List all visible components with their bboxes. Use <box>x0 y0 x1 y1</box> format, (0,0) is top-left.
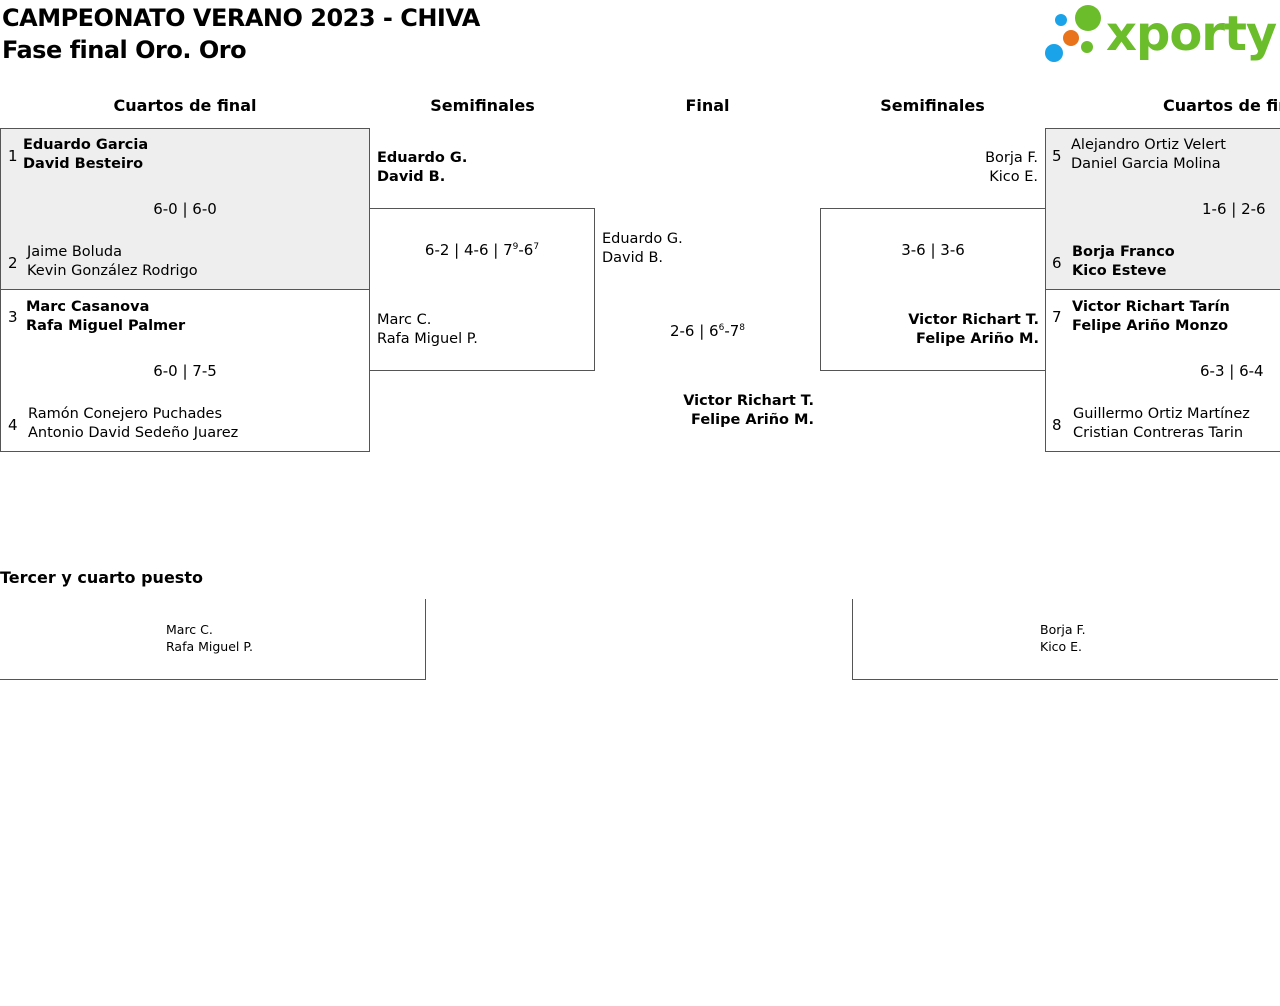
heading-qf-left: Cuartos de final <box>113 96 257 115</box>
player-name: Marc C. <box>377 312 432 328</box>
match-score: 6-0 | 6-0 <box>153 200 217 218</box>
xporty-logo-dots-icon <box>1045 5 1101 62</box>
player-name: Cristian Contreras Tarin <box>1073 425 1244 441</box>
player-name: Eduardo Garcia <box>23 137 149 153</box>
player-name: Borja F. <box>1040 622 1086 637</box>
player-name: Kico Esteve <box>1072 263 1167 279</box>
qf-match-1[interactable]: 1 Eduardo Garcia David Besteiro 6-0 | 6-… <box>0 128 370 290</box>
player-name: Eduardo G. <box>377 150 468 166</box>
player-name: Rafa Miguel Palmer <box>26 318 186 334</box>
match-score: 1-6 | 2-6 <box>1202 200 1266 218</box>
player-name: Marc C. <box>166 622 213 637</box>
player-name: Victor Richart T. <box>908 312 1039 328</box>
player-name: Kevin González Rodrigo <box>27 263 198 279</box>
player-name: Felipe Ariño M. <box>916 331 1039 347</box>
player-name: David B. <box>602 250 664 266</box>
third-place-heading: Tercer y cuarto puesto <box>0 568 203 587</box>
match-score: 3-6 | 3-6 <box>901 241 965 259</box>
qf-match-4[interactable]: 7 Victor Richart Tarín Felipe Ariño Monz… <box>1045 289 1280 452</box>
player-name: Ramón Conejero Puchades <box>28 406 223 422</box>
seed-number: 3 <box>8 308 18 326</box>
qf-match-3[interactable]: 5 Alejandro Ortiz Velert Daniel Garcia M… <box>1045 128 1280 290</box>
player-name: Felipe Ariño M. <box>691 412 814 428</box>
seed-number: 2 <box>8 254 18 272</box>
match-score: 6-0 | 7-5 <box>153 362 217 380</box>
player-name: Rafa Miguel P. <box>377 331 478 347</box>
player-name: David Besteiro <box>23 156 144 172</box>
third-place-slot-right[interactable]: Borja F. Kico E. <box>852 599 1278 680</box>
seed-number: 4 <box>8 416 18 434</box>
player-name: Kico E. <box>989 169 1038 185</box>
sf-match-right[interactable]: 3-6 | 3-6 Victor Richart T. Felipe Ariño… <box>820 208 1046 371</box>
player-name: Borja Franco <box>1072 244 1175 260</box>
third-place-slot-left[interactable]: Marc C. Rafa Miguel P. <box>0 599 426 680</box>
xporty-logo: xporty <box>1044 4 1277 68</box>
player-name: Eduardo G. <box>602 231 683 247</box>
tournament-title: CAMPEONATO VERANO 2023 - CHIVA <box>2 4 480 32</box>
seed-number: 7 <box>1052 308 1062 326</box>
logo-wordmark: xporty <box>1106 6 1277 62</box>
player-name: Rafa Miguel P. <box>166 639 253 654</box>
player-name: Guillermo Ortiz Martínez <box>1073 406 1250 422</box>
heading-final: Final <box>685 96 730 115</box>
seed-number: 1 <box>8 147 18 165</box>
player-name: Marc Casanova <box>26 299 150 315</box>
player-name: Jaime Boluda <box>27 244 122 260</box>
seed-number: 6 <box>1052 254 1062 272</box>
seed-number: 8 <box>1052 416 1062 434</box>
player-name: Felipe Ariño Monzo <box>1072 318 1229 334</box>
final-score: 2-6 | 66-78 <box>669 322 746 340</box>
player-name: David B. <box>377 169 446 185</box>
heading-sf-right: Semifinales <box>880 96 985 115</box>
player-name: Victor Richart Tarín <box>1072 299 1230 315</box>
match-score: 6-3 | 6-4 <box>1200 362 1264 380</box>
seed-number: 5 <box>1052 147 1062 165</box>
phase-subtitle: Fase final Oro. Oro <box>2 36 247 64</box>
sf-match-left[interactable]: 6-2 | 4-6 | 79-67 Marc C. Rafa Miguel P. <box>369 208 595 371</box>
player-name: Antonio David Sedeño Juarez <box>28 425 239 441</box>
heading-sf-left: Semifinales <box>430 96 535 115</box>
heading-qf-right: Cuartos de final <box>1163 96 1280 115</box>
player-name: Daniel Garcia Molina <box>1071 156 1221 172</box>
player-name: Victor Richart T. <box>683 393 814 409</box>
match-score: 6-2 | 4-6 | 79-67 <box>424 241 540 259</box>
player-name: Borja F. <box>985 150 1038 166</box>
player-name: Kico E. <box>1040 639 1083 654</box>
qf-match-2[interactable]: 3 Marc Casanova Rafa Miguel Palmer 6-0 |… <box>0 289 370 452</box>
player-name: Alejandro Ortiz Velert <box>1071 137 1226 153</box>
